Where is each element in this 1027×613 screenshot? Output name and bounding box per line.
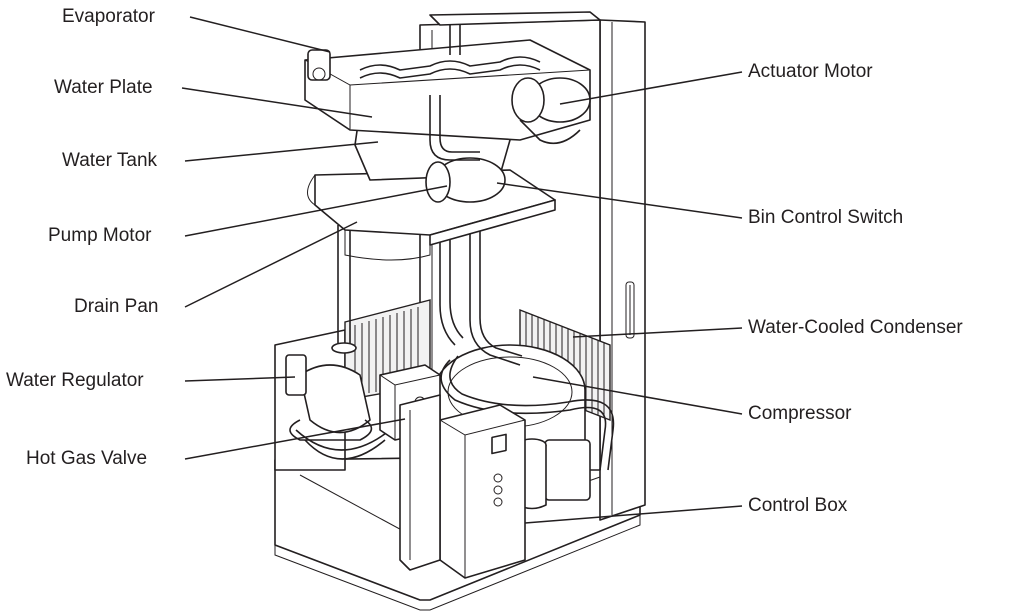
- leader-water-tank: [184, 141, 379, 162]
- machine-illustration: [274, 11, 646, 611]
- fin-lines-left: [354, 307, 419, 395]
- label-water-plate: Water Plate: [54, 77, 153, 98]
- leader-compressor: [532, 376, 743, 415]
- label-hot-gas-valve: Hot Gas Valve: [26, 448, 148, 469]
- label-evaporator: Evaporator: [62, 6, 155, 27]
- label-water-cooled-condenser: Water-Cooled Condenser: [748, 317, 963, 338]
- label-control-box: Control Box: [748, 495, 848, 516]
- leader-water-plate: [181, 87, 373, 118]
- label-actuator-motor: Actuator Motor: [748, 61, 873, 82]
- label-compressor: Compressor: [748, 403, 852, 424]
- label-water-tank: Water Tank: [62, 150, 158, 171]
- label-water-regulator: Water Regulator: [6, 370, 144, 391]
- evaporator-coils: [359, 56, 541, 161]
- leader-actuator-motor: [559, 71, 743, 105]
- label-bin-control-switch: Bin Control Switch: [748, 207, 904, 228]
- leader-water-regulator: [184, 376, 296, 382]
- leader-bin-control-switch: [496, 182, 743, 219]
- leader-pump-motor: [184, 185, 448, 237]
- label-pump-motor: Pump Motor: [48, 225, 152, 246]
- leader-control-box: [524, 505, 743, 524]
- leader-drain-pan: [184, 221, 358, 308]
- leader-water-cooled-condenser: [572, 327, 743, 338]
- leader-hot-gas-valve: [184, 418, 406, 460]
- leader-evaporator: [189, 16, 331, 53]
- label-drain-pan: Drain Pan: [74, 296, 159, 317]
- leader-lines: [181, 16, 743, 524]
